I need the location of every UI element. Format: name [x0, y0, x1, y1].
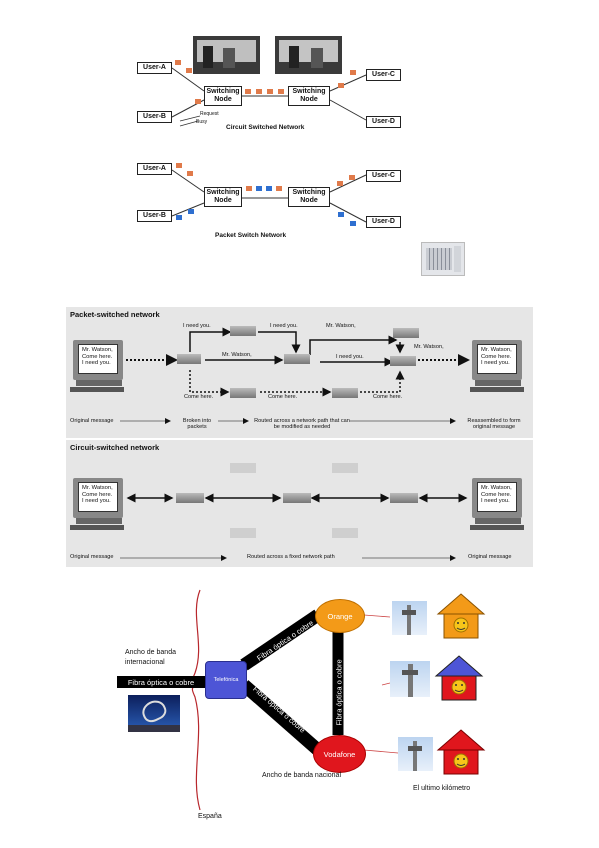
- switching-node-left: Switching Node: [204, 187, 242, 207]
- router: [393, 328, 419, 338]
- router-idle: [230, 528, 256, 538]
- packet: [176, 163, 182, 168]
- tower-photo-orange: [392, 601, 427, 635]
- user-c-box: User-C: [366, 170, 401, 182]
- photo-right: [275, 36, 342, 74]
- switching-node-left: Switching Node: [204, 86, 242, 106]
- packet: [266, 186, 272, 191]
- screen-right: Mr. Watson,Come here.I need you.: [477, 344, 517, 374]
- ultimo-km-label: El ultimo kilómetro: [413, 785, 471, 792]
- packet: [276, 186, 282, 191]
- screen-left: Mr. Watson,Come here.I need you.: [78, 482, 118, 512]
- packet: [350, 221, 356, 226]
- fibra-intl-bar: Fibra óptica o cobre: [117, 676, 205, 688]
- router: [283, 493, 311, 503]
- packet: [186, 68, 192, 73]
- packet: [278, 89, 284, 94]
- router: [230, 388, 256, 398]
- user-b-box: User-B: [137, 210, 172, 222]
- cabinet-photo: [421, 242, 465, 276]
- espana-label: España: [198, 813, 222, 820]
- busy-label: Busy: [196, 119, 208, 125]
- router: [390, 493, 418, 503]
- router: [390, 356, 416, 366]
- router: [284, 354, 310, 364]
- flow-original-end: Original message: [468, 554, 512, 560]
- screen-left: Mr. Watson,Come here.I need you.: [78, 344, 118, 374]
- fibra-label-vertical: Fibra óptica o cobre: [334, 659, 344, 726]
- packet: [338, 83, 344, 88]
- tower-photo-telefonica: [390, 661, 430, 697]
- orange-node: Orange: [315, 599, 365, 633]
- circuit-paths: [120, 493, 468, 561]
- request-label: Request: [200, 111, 219, 117]
- circuit-caption: Circuit Switched Network: [226, 124, 305, 131]
- user-a-box: User-A: [137, 62, 172, 74]
- router: [176, 493, 204, 503]
- screen-right: Mr. Watson,Come here.I need you.: [477, 482, 517, 512]
- router-idle: [332, 528, 358, 538]
- flow-reassembled: Reassembled to form original message: [467, 418, 521, 430]
- vodafone-node: Vodafone: [313, 735, 366, 773]
- house-orange-icon: [436, 593, 486, 639]
- router-idle: [230, 463, 256, 473]
- packet: [350, 70, 356, 75]
- packet: [338, 212, 344, 217]
- user-a-box: User-A: [137, 163, 172, 175]
- user-d-box: User-D: [366, 116, 401, 128]
- packet: [256, 186, 262, 191]
- packet: [175, 60, 181, 65]
- packet: [246, 186, 252, 191]
- house-blue-icon: [434, 655, 484, 701]
- flow-routed: Routed across a fixed network path: [247, 554, 335, 560]
- packet: [195, 99, 201, 104]
- satellite-dish-photo: [128, 695, 180, 732]
- circuit-links: [171, 67, 367, 127]
- user-d-box: User-D: [366, 216, 401, 228]
- flow-broken: Broken into packets: [182, 418, 212, 430]
- router: [177, 354, 201, 364]
- packet: [176, 215, 182, 220]
- packet: [256, 89, 262, 94]
- packet: [188, 209, 194, 214]
- user-b-box: User-B: [137, 111, 172, 123]
- tower-photo-vodafone: [398, 737, 433, 771]
- spain-lines: [191, 589, 399, 811]
- router-idle: [332, 463, 358, 473]
- house-red-icon: [436, 729, 486, 775]
- packet: [349, 175, 355, 180]
- ancho-nacional-label: Ancho de banda nacional: [262, 772, 342, 779]
- packet: [337, 181, 343, 186]
- user-c-box: User-C: [366, 69, 401, 81]
- ancho-intl-label: Ancho de banda internacional: [125, 649, 176, 666]
- packet-paths: [120, 327, 470, 424]
- router: [332, 388, 358, 398]
- panel-title: Circuit-switched network: [70, 443, 160, 452]
- panel-title: Packet-switched network: [70, 310, 160, 319]
- router: [230, 326, 256, 336]
- flow-routed: Routed across a network path that can be…: [254, 418, 350, 430]
- switching-node-right: Switching Node: [288, 86, 330, 106]
- flow-original: Original message: [70, 554, 114, 560]
- packet: [245, 89, 251, 94]
- packet: [187, 171, 193, 176]
- telefonica-node: Telefónica: [205, 661, 247, 699]
- flow-original: Original message: [70, 418, 114, 424]
- photo-left: [193, 36, 260, 74]
- packet: [267, 89, 273, 94]
- packet-caption: Packet Switch Network: [215, 232, 287, 239]
- switching-node-right: Switching Node: [288, 187, 330, 207]
